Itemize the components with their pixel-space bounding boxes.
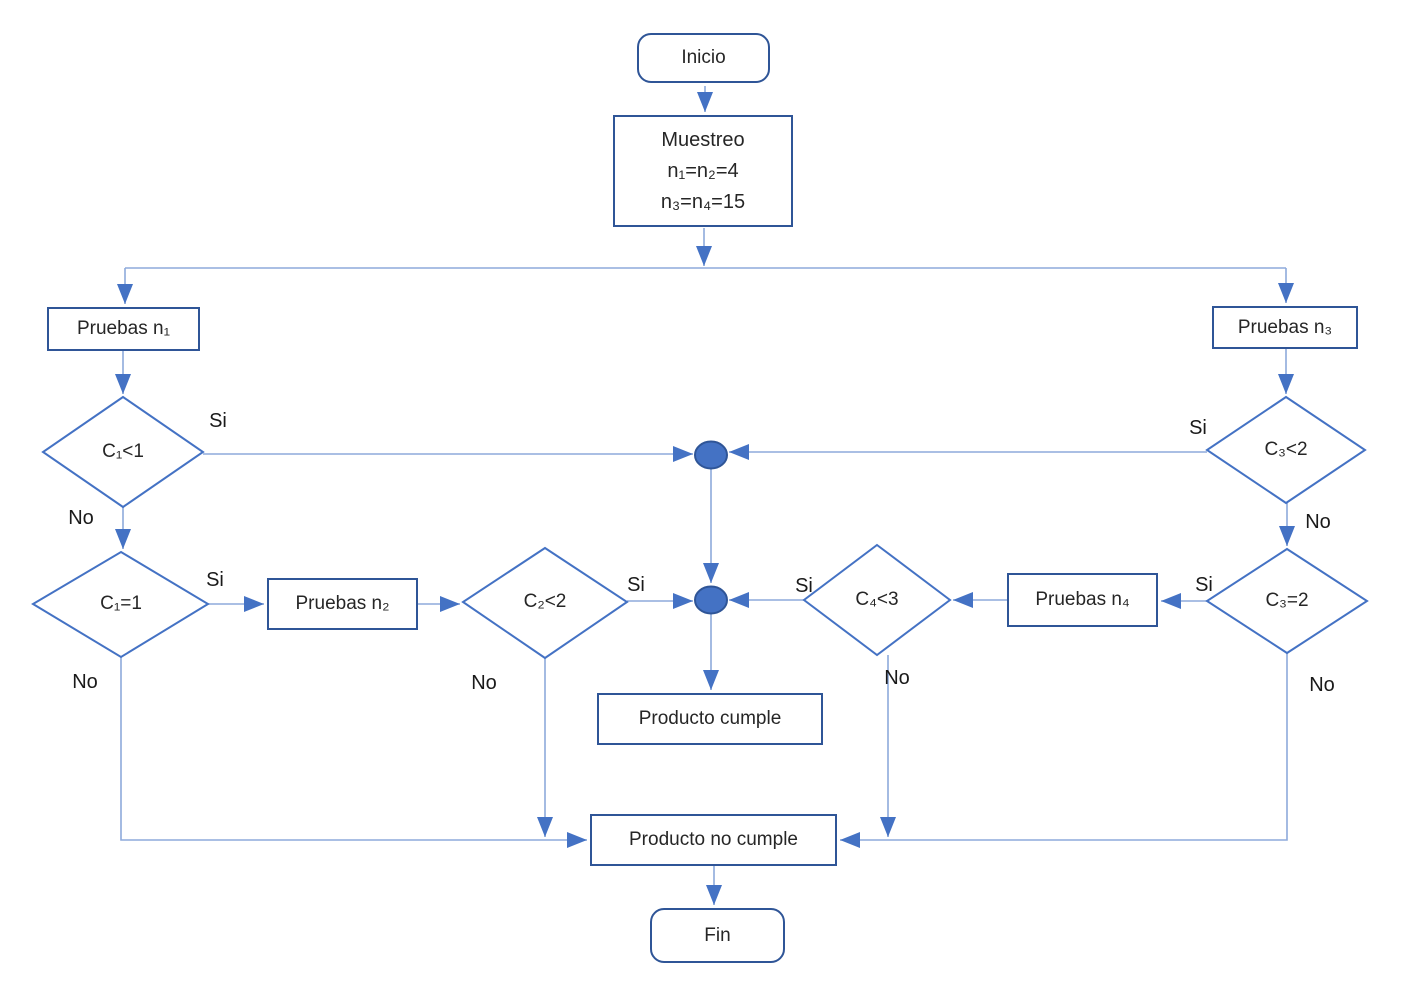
decision-c2-lt-2 bbox=[461, 546, 629, 660]
edge-label-no-c3lt2: No bbox=[1305, 510, 1331, 533]
decision-c3-eq-2 bbox=[1205, 547, 1369, 655]
edge-label-si-c3eq2: Si bbox=[1195, 573, 1213, 596]
node-pruebas-n4: Pruebas n₄ bbox=[1007, 573, 1158, 627]
decision-c4-lt-3 bbox=[802, 543, 952, 657]
edge-label-no-c4lt3: No bbox=[884, 666, 910, 689]
node-pruebas-n1: Pruebas n₁ bbox=[47, 307, 200, 351]
muestreo-line-3: n₃=n₄=15 bbox=[660, 190, 746, 213]
edge-label-si-c1eq1: Si bbox=[206, 568, 224, 591]
junction-lower-connector bbox=[694, 585, 728, 615]
edge-label-no-c3eq2: No bbox=[1309, 673, 1335, 696]
edge-c1eq1-no-nocumple bbox=[120, 657, 587, 848]
decision-label-c1-lt-1: C₁<1 bbox=[102, 441, 144, 462]
decision-c3-lt-2 bbox=[1205, 395, 1367, 505]
edge-label-si-c2lt2: Si bbox=[627, 573, 645, 596]
edge-label-no-c2lt2: No bbox=[471, 671, 497, 694]
node-producto-cumple: Producto cumple bbox=[597, 693, 823, 745]
node-pruebas-n3: Pruebas n₃ bbox=[1212, 306, 1358, 349]
decision-label-c1-eq-1: C₁=1 bbox=[100, 593, 142, 614]
muestreo-line-1: Muestreo bbox=[661, 128, 745, 151]
node-inicio: Inicio bbox=[637, 33, 770, 83]
decision-label-c3-lt-2: C₃<2 bbox=[1264, 439, 1308, 460]
decision-label-c2-lt-2: C₂<2 bbox=[523, 591, 567, 612]
edge-label-no-c1eq1: No bbox=[72, 670, 98, 693]
decision-label-c4-lt-3: C₄<3 bbox=[855, 589, 899, 610]
edge-label-si-c1lt1: Si bbox=[209, 409, 227, 432]
edge-label-si-c3lt2: Si bbox=[1189, 416, 1207, 439]
edge-c3eq2-no-nocumple bbox=[840, 653, 1288, 848]
edge-label-no-c1lt1: No bbox=[68, 506, 94, 529]
decision-label-c3-eq-2: C₃=2 bbox=[1265, 590, 1309, 611]
junction-upper-connector bbox=[694, 440, 728, 470]
decision-c1-eq-1 bbox=[31, 550, 210, 659]
muestreo-line-2: n₁=n₂=4 bbox=[667, 159, 739, 182]
decision-c1-lt-1 bbox=[41, 395, 205, 509]
edge-label-si-c4lt3: Si bbox=[795, 574, 813, 597]
node-muestreo: Muestreo n₁=n₂=4 n₃=n₄=15 bbox=[613, 115, 793, 227]
node-fin: Fin bbox=[650, 908, 785, 963]
node-pruebas-n2: Pruebas n₂ bbox=[267, 578, 418, 630]
node-producto-no-cumple: Producto no cumple bbox=[590, 814, 837, 866]
